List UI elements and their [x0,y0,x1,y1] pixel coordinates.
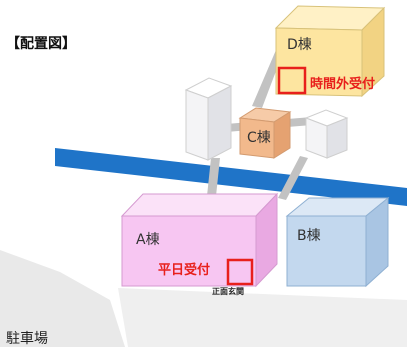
map-title: 【配置図】 [6,36,76,52]
gray-building-left [184,77,233,161]
weekday-reception-marker [226,258,254,286]
river [55,148,407,206]
building-a [120,192,279,288]
building-c-label: C棟 [247,130,271,146]
parking-lot-area [118,288,407,347]
gray-building-right [304,109,349,159]
corridor-b-to-c [278,156,308,200]
after-hours-reception-marker [277,66,307,95]
building-b-label: B棟 [297,228,321,244]
weekday-reception-label: 平日受付 [158,263,211,278]
parking-label: 駐車場 [6,331,48,347]
corridor-a-to-c [207,158,220,196]
building-d [274,5,386,98]
building-d-label: D棟 [287,37,312,53]
building-a-label: A棟 [136,232,160,248]
after-hours-reception-label: 時間外受付 [310,77,376,92]
approach-road [0,250,125,347]
main-entrance-label: 正面玄関 [212,287,244,296]
building-b [285,196,390,288]
building-c [238,107,292,159]
